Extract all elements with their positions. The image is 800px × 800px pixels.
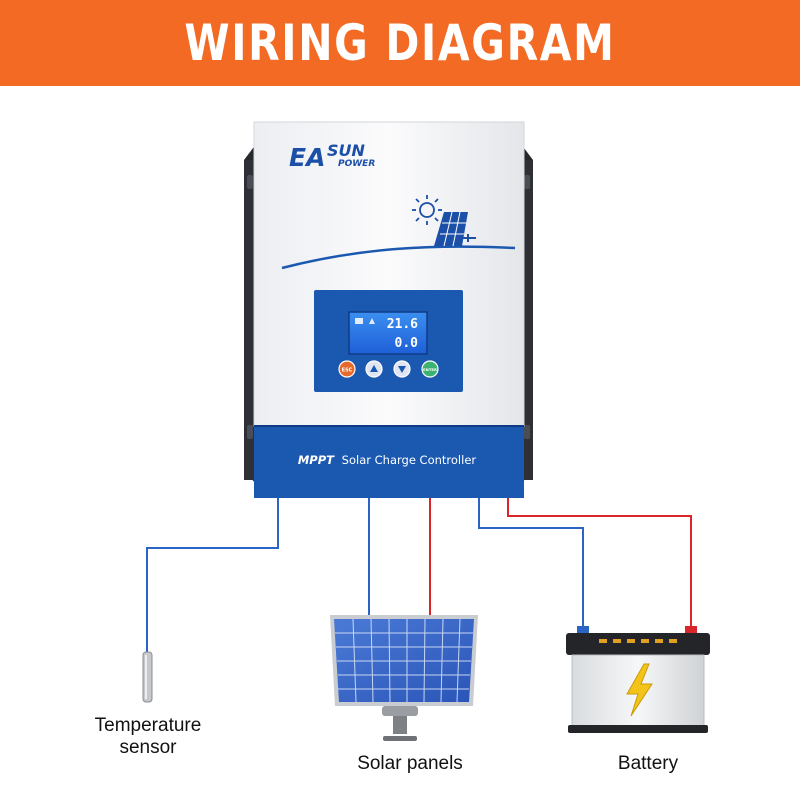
up-arrow-icon [370,365,378,372]
svg-text:SUN: SUN [327,141,366,160]
svg-text:EA: EA [289,143,325,172]
lightning-bolt-icon [626,663,653,717]
esc-button[interactable]: ESC [338,360,356,378]
banner-title: WIRING DIAGRAM [184,14,616,72]
svg-text:POWER: POWER [338,159,375,169]
wires [146,498,692,655]
solar-panel [330,615,478,741]
battery-positive-wire [507,498,692,632]
product-label: MPPT Solar Charge Controller [298,453,477,467]
product-label-band [254,426,524,498]
battery [566,626,710,733]
sun-icon [412,195,442,225]
temperature-sensor-label-line-1: Temperature [94,715,202,736]
lcd-line-1: 21.6 [387,317,418,332]
svg-text:ESC: ESC [342,368,353,374]
title-banner: WIRING DIAGRAM [0,0,800,86]
mini-solar-panel-icon [434,211,476,247]
charge-controller: EA SUN POWER [244,121,533,498]
battery-negative-wire [478,498,584,632]
svg-text:ENTER: ENTER [423,367,437,372]
down-arrow-icon [398,366,406,373]
battery-label: Battery [617,753,679,774]
enter-button[interactable]: ENTER [421,360,439,378]
temperature-sensor-label-line-2: sensor [119,737,177,758]
swoosh [281,245,516,270]
solar-panels-label: Solar panels [357,753,463,774]
sensor-wire [146,498,279,655]
temperature-sensor-label: Temperature sensor [78,715,218,759]
down-button[interactable] [393,360,411,378]
lcd-line-2: 0.0 [395,336,419,351]
up-button[interactable] [365,360,383,378]
brand-logo: EA SUN POWER [289,141,375,172]
temperature-sensor [142,651,153,703]
